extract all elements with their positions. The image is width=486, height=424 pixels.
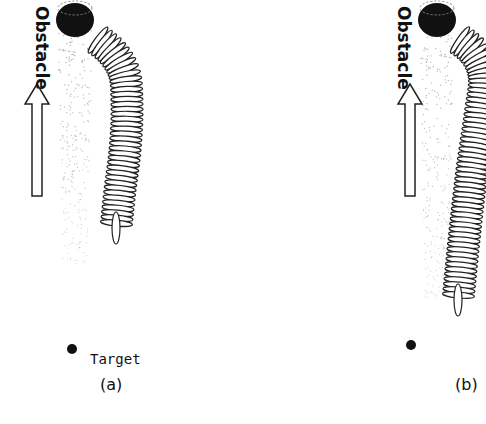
panel-label: (a) (100, 377, 122, 393)
panel-label: (b) (455, 377, 478, 393)
obstacle-label: Obstacle (395, 6, 412, 90)
obstacle-label: Obstacle (33, 6, 50, 90)
target-label: Target (90, 352, 141, 366)
direction-arrow (25, 84, 422, 196)
snake-robot (86, 25, 486, 316)
obstacle-trail (58, 29, 453, 298)
